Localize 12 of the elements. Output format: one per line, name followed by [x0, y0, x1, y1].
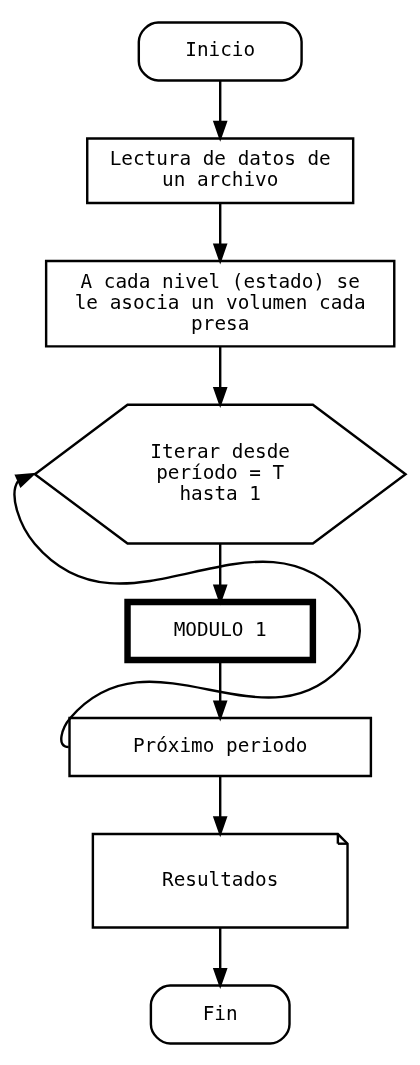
node-box: Próximo periodo	[68, 716, 373, 777]
node-box: A cada nivel (estado) se le asocia un volumen cada presa	[44, 259, 396, 348]
arrow	[212, 775, 228, 837]
arrow	[212, 346, 228, 408]
node-box: Lectura de datos de un archivo	[86, 136, 355, 204]
arrow	[212, 202, 228, 264]
arrow	[212, 927, 228, 989]
arrow	[212, 543, 228, 606]
node-box: Fin	[149, 983, 291, 1045]
node-box: Inicio	[137, 20, 303, 82]
node-box: MODULO 1	[124, 598, 317, 663]
arrow	[212, 80, 228, 142]
